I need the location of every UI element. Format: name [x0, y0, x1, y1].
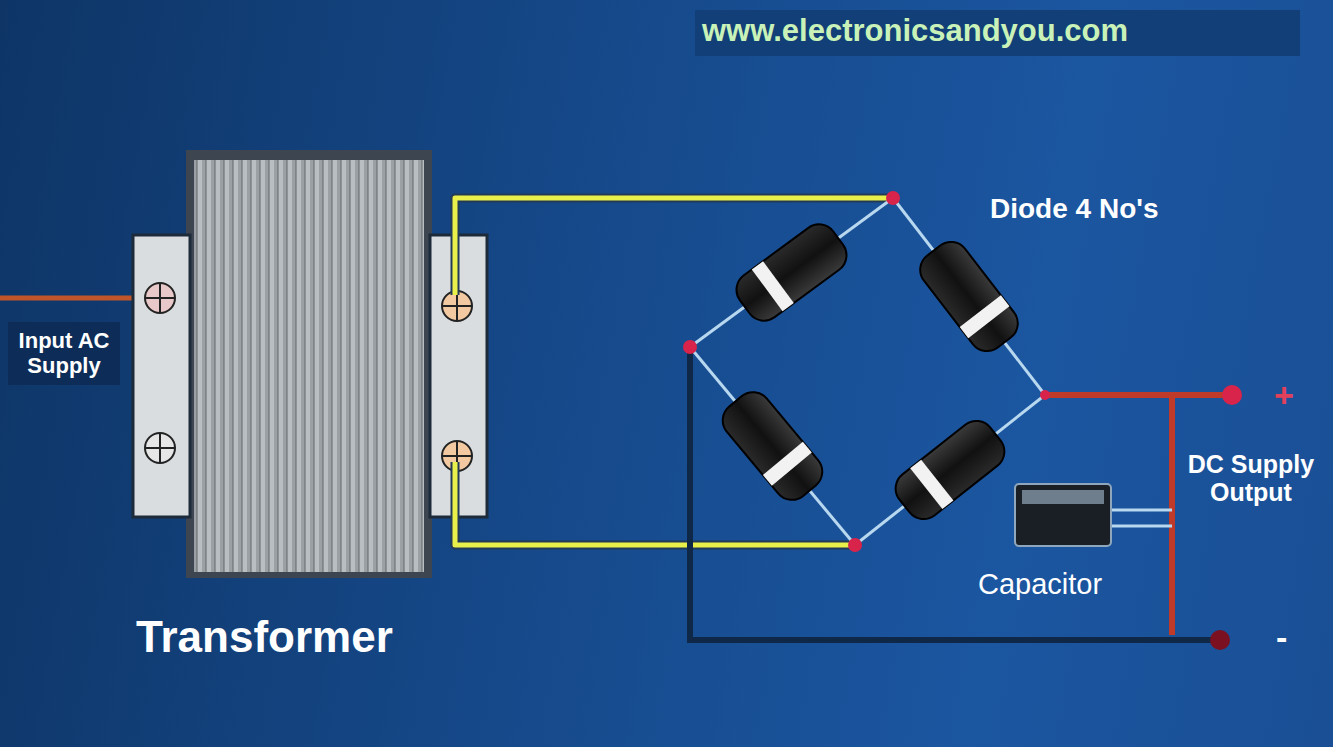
primary-terminal-block [133, 235, 190, 517]
bridge-leads [690, 198, 1045, 545]
diode-symbol [888, 414, 1011, 527]
output-label: DC Supply Output [1186, 450, 1316, 506]
transformer-frame [186, 150, 432, 578]
secondary-wires [455, 198, 893, 545]
negative-rail [690, 347, 1220, 640]
capacitor-symbol [1015, 484, 1172, 546]
capacitor-label: Capacitor [978, 568, 1102, 600]
input-label-box: Input AC Supply [8, 322, 120, 385]
bridge-nodes [683, 191, 1050, 552]
transformer-core [194, 160, 424, 572]
input-wire [0, 296, 150, 301]
transformer-label: Transformer [136, 612, 393, 661]
node-text: Input AC Supply [16, 328, 112, 379]
negative-sign: - [1276, 618, 1287, 656]
diode-symbol [729, 217, 853, 328]
terminal-screws [145, 283, 472, 471]
diode-symbol [715, 385, 829, 507]
diodes [715, 217, 1025, 526]
output-terminals [1210, 385, 1242, 650]
website-url: www.electronicsandyou.com [702, 14, 1128, 49]
diode-symbol [913, 235, 1025, 359]
diode-label: Diode 4 No's [990, 193, 1158, 224]
url-band [695, 10, 1300, 56]
positive-sign: + [1274, 376, 1294, 414]
